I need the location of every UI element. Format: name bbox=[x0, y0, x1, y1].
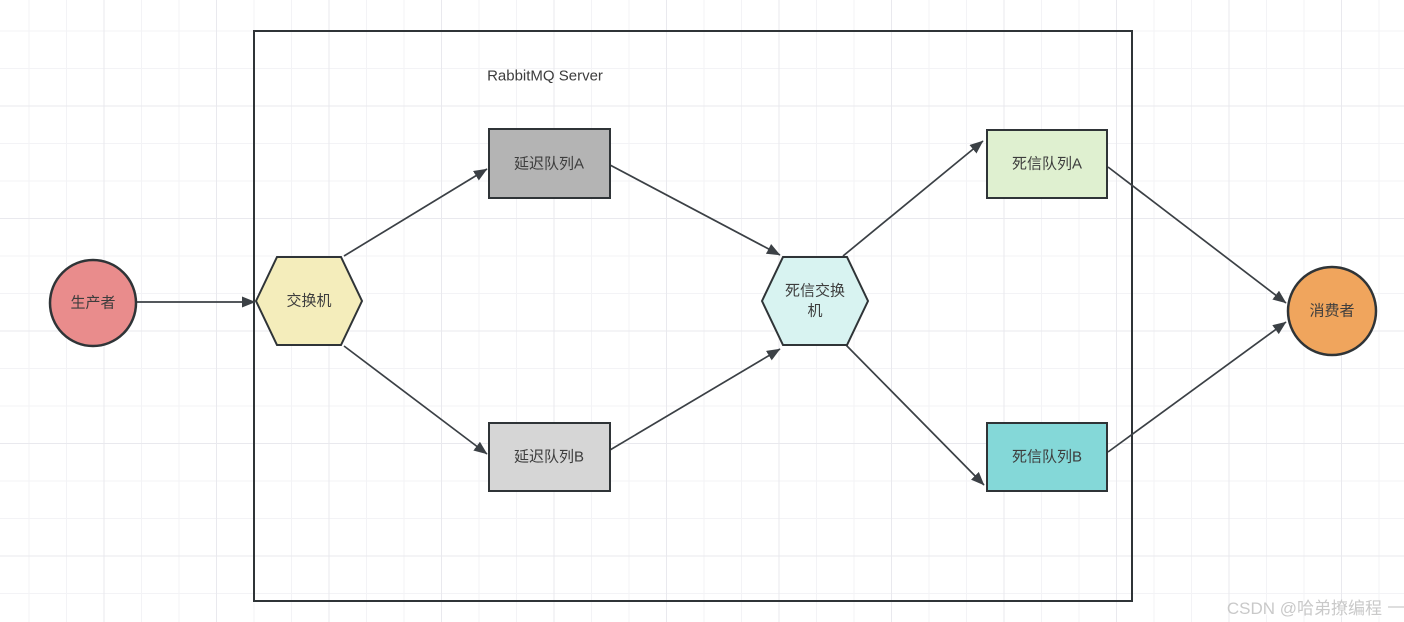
edge-delay-queue-b-to-dead-letter-exchange bbox=[609, 348, 781, 451]
rabbitmq-server-box bbox=[253, 30, 1133, 602]
delay-queue-a-node bbox=[488, 128, 611, 199]
edge-exchange-to-delay-queue-b bbox=[343, 345, 488, 455]
dead-letter-queue-b-node bbox=[986, 422, 1108, 492]
edge-dead-letter-queue-a-to-consumer bbox=[1107, 166, 1287, 304]
edge-dead-letter-queue-b-to-consumer bbox=[1107, 321, 1287, 453]
edge-delay-queue-a-to-dead-letter-exchange bbox=[609, 164, 781, 256]
nodes-layer bbox=[48, 128, 1378, 492]
dead-letter-queue-a-node bbox=[986, 129, 1108, 199]
delay-queue-b-node bbox=[488, 422, 611, 492]
edges-layer bbox=[136, 140, 1287, 486]
exchange-node bbox=[254, 256, 364, 346]
producer-node bbox=[48, 258, 138, 348]
edge-dead-letter-exchange-to-dead-letter-queue-b bbox=[844, 343, 985, 486]
edge-exchange-to-delay-queue-a bbox=[343, 168, 488, 257]
consumer-node bbox=[1286, 265, 1378, 357]
dead-letter-exchange-node bbox=[760, 256, 870, 346]
edge-dead-letter-exchange-to-dead-letter-queue-a bbox=[842, 140, 984, 257]
